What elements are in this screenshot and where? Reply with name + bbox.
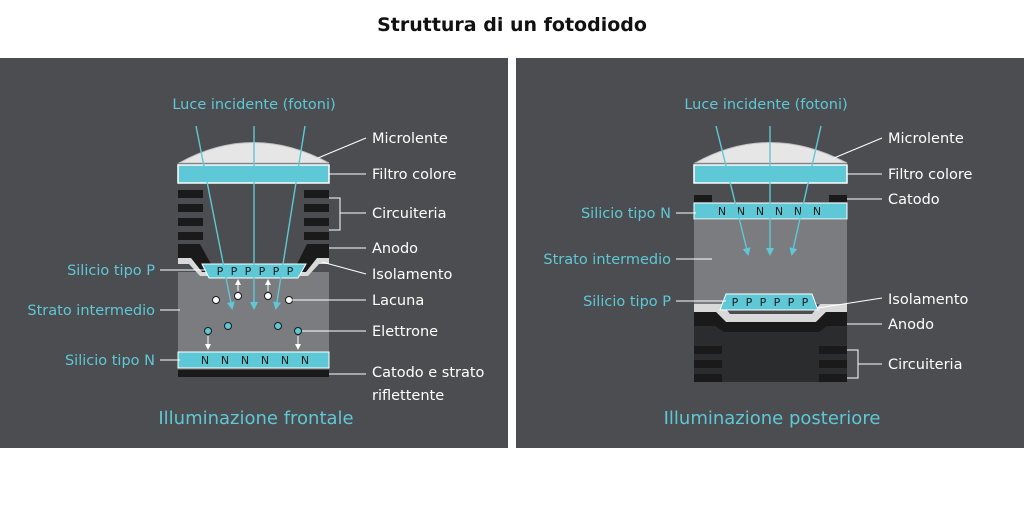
back-diagram: N N N N N N P P P P P P [516, 58, 1024, 448]
front-cathode-layer [178, 370, 329, 377]
front-intermediate-label: Strato intermedio [27, 303, 155, 319]
front-anode-label: Anodo [372, 241, 418, 257]
back-circuitry-right [819, 346, 847, 382]
back-cathode-label: Catodo [888, 192, 940, 208]
back-p-letter: P [760, 296, 767, 309]
back-microlens [693, 142, 848, 164]
front-n-letter: N [281, 354, 289, 367]
back-intermediate-label: Strato intermedio [543, 252, 671, 268]
front-circuitry-right [304, 190, 329, 240]
back-p-letters: P P P P P P [732, 296, 809, 309]
back-caption: Illuminazione posteriore [664, 408, 881, 429]
front-cathode-label-line1: Catodo e strato [372, 365, 485, 381]
front-p-letter: P [287, 265, 294, 278]
back-microlens-label: Microlente [888, 131, 964, 147]
front-n-letter: N [221, 354, 229, 367]
front-microlens-label: Microlente [372, 131, 448, 147]
back-incident-light-label: Luce incidente (fotoni) [684, 97, 847, 113]
back-p-letter: P [774, 296, 781, 309]
front-electrons [204, 322, 302, 350]
back-insulation-label: Isolamento [888, 292, 969, 308]
front-insulation-label: Isolamento [372, 267, 453, 283]
back-n-letters: N N N N N N [718, 205, 821, 218]
front-incident-light-label: Luce incidente (fotoni) [172, 97, 335, 113]
back-color-filter-label: Filtro colore [888, 167, 973, 183]
back-light-rays [715, 125, 822, 256]
front-p-silicon-label: Silicio tipo P [67, 263, 155, 279]
front-leader-lines [160, 137, 367, 375]
front-p-letter: P [217, 265, 224, 278]
front-caption: Illuminazione frontale [158, 408, 353, 429]
front-color-filter-label: Filtro colore [372, 167, 457, 183]
back-circuitry-left [694, 346, 722, 382]
front-n-letter: N [241, 354, 249, 367]
front-n-letter: N [301, 354, 309, 367]
back-illumination-panel: N N N N N N P P P P P P [516, 58, 1024, 448]
back-p-letter: P [732, 296, 739, 309]
back-anode-label: Anodo [888, 317, 934, 333]
back-n-letter: N [813, 205, 821, 218]
front-p-letters: P P P P P P [217, 265, 294, 278]
back-insulation [694, 304, 847, 322]
page-title: Struttura di un fotodiodo [377, 14, 647, 36]
front-light-rays [195, 125, 306, 310]
front-illumination-panel: P P P P P P N N N N N N [0, 58, 508, 448]
back-p-letter: P [802, 296, 809, 309]
back-n-letter: N [718, 205, 726, 218]
back-cathode [694, 195, 847, 202]
front-p-letter: P [273, 265, 280, 278]
back-n-letter: N [775, 205, 783, 218]
back-n-silicon-label: Silicio tipo N [581, 206, 671, 222]
front-circuitry-label: Circuiteria [372, 206, 446, 222]
back-n-letter: N [756, 205, 764, 218]
back-leader-lines [676, 137, 883, 379]
front-n-letters: N N N N N N [201, 354, 309, 367]
front-circuitry-left [178, 190, 203, 240]
front-hole-label: Lacuna [372, 293, 424, 309]
front-diagram: P P P P P P N N N N N N [0, 58, 508, 448]
front-n-letter: N [201, 354, 209, 367]
back-p-silicon [719, 293, 819, 311]
back-n-letter: N [794, 205, 802, 218]
back-p-letter: P [788, 296, 795, 309]
front-n-letter: N [261, 354, 269, 367]
back-n-letter: N [737, 205, 745, 218]
front-n-silicon-label: Silicio tipo N [65, 353, 155, 369]
back-circuitry-label: Circuiteria [888, 357, 962, 373]
front-p-letter: P [245, 265, 252, 278]
front-electron-label: Elettrone [372, 324, 438, 340]
front-p-letter: P [259, 265, 266, 278]
back-p-letter: P [746, 296, 753, 309]
front-cathode-label-line2: riflettente [372, 388, 444, 404]
back-anode [694, 312, 847, 332]
front-p-letter: P [231, 265, 238, 278]
back-p-silicon-label: Silicio tipo P [583, 294, 671, 310]
